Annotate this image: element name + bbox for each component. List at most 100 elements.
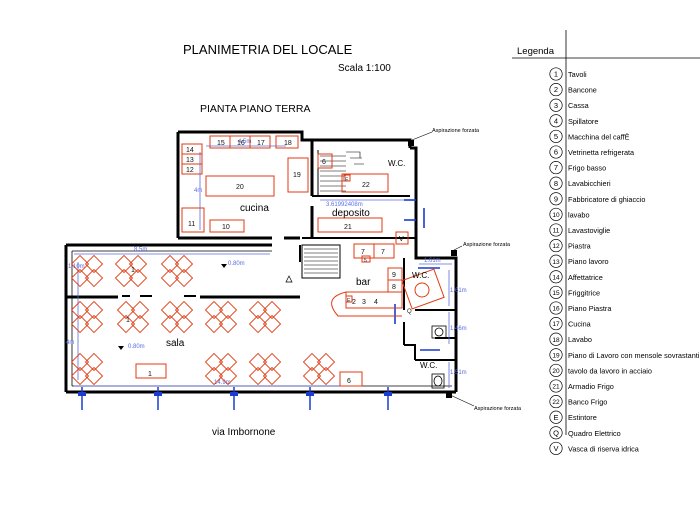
street-openings	[81, 387, 389, 410]
dimension-lines	[74, 145, 452, 388]
legend-symbol: V	[553, 444, 558, 453]
svg-text:21: 21	[344, 224, 352, 231]
svg-text:12: 12	[186, 167, 194, 174]
plan-scale: Scala 1:100	[338, 63, 391, 74]
sala-labels: 1 1 1 6	[126, 267, 351, 385]
legend-item: 17 Cucina	[549, 317, 592, 331]
svg-text:4m: 4m	[66, 340, 74, 346]
aspirazione-mark-top	[408, 140, 414, 146]
legend-symbol-circle	[549, 145, 563, 159]
legend-label: Piastra	[568, 242, 592, 251]
legend-symbol: 18	[552, 337, 560, 344]
legend-symbol-circle	[549, 363, 563, 377]
svg-text:16: 16	[237, 140, 245, 147]
legend-label: Friggitrice	[568, 288, 600, 297]
legend-symbol: 10	[552, 212, 560, 219]
kitchen-equipment	[181, 135, 309, 233]
svg-text:1: 1	[131, 267, 135, 274]
legend-label: Lavabo	[568, 335, 592, 344]
table-group	[302, 352, 336, 386]
svg-text:9: 9	[392, 272, 396, 279]
aspirazione-leaders	[411, 131, 475, 407]
svg-text:4: 4	[374, 299, 378, 306]
legend-item: 7 Frigo basso	[549, 161, 606, 175]
table-group	[160, 254, 194, 288]
table-group	[114, 254, 148, 288]
legend-symbol-circle	[549, 176, 563, 190]
legend-symbol: 14	[552, 274, 560, 281]
legend-symbol-circle	[549, 67, 563, 81]
legend-symbol-circle	[549, 98, 563, 112]
table-group	[248, 352, 282, 386]
svg-text:7: 7	[381, 249, 385, 256]
legend-label: Frigo basso	[568, 164, 606, 173]
legend-label: Affettatrice	[568, 273, 603, 282]
aspirazione-mark-bottom	[446, 392, 452, 398]
svg-text:2: 2	[352, 299, 356, 306]
svg-text:3.61992408m: 3.61992408m	[326, 202, 363, 208]
legend-symbol: 9	[554, 194, 558, 203]
legend-symbol: 12	[552, 243, 560, 250]
sala-counter	[135, 363, 363, 387]
aspirazione-label-right: Aspirazione forzata	[463, 242, 511, 248]
legend-symbol-circle	[549, 254, 563, 268]
legend-symbol: 17	[552, 321, 560, 328]
legend-label: Lavabicchieri	[568, 179, 611, 188]
legend-symbol: 19	[552, 352, 560, 359]
legend-label: Piano lavoro	[568, 257, 609, 266]
legend-symbol-circle	[549, 317, 563, 331]
legend-symbol: 11	[553, 228, 560, 235]
legend-symbol-circle	[549, 239, 563, 253]
room-label-sala: sala	[166, 338, 185, 349]
table-group	[248, 300, 282, 334]
street-label: via Imbornone	[212, 427, 276, 438]
svg-text:0.80m: 0.80m	[228, 261, 245, 267]
legend-symbol: 21	[552, 384, 560, 391]
table-group	[204, 352, 238, 386]
legend-label: Spillatore	[568, 117, 598, 126]
legend-title: Legenda	[517, 46, 555, 57]
legend-symbol-circle	[549, 410, 563, 424]
legend-label: Estintore	[568, 413, 597, 422]
svg-text:4m: 4m	[194, 188, 202, 194]
svg-text:14.9m: 14.9m	[214, 380, 231, 386]
legend-symbol-circle	[549, 83, 563, 97]
svg-text:E: E	[347, 298, 351, 304]
legend-symbol-circle	[549, 332, 563, 346]
svg-text:18: 18	[284, 140, 292, 147]
legend-label: Quadro Elettrico	[568, 429, 621, 438]
svg-text:7: 7	[361, 249, 365, 256]
aspirazione-mark-right	[451, 250, 457, 256]
legend-label: Vetrinetta refrigerata	[568, 148, 635, 157]
legend-symbol: E	[553, 413, 558, 422]
wc-fixtures	[401, 268, 445, 310]
deposito-labels: 6 22 21 V E	[322, 159, 404, 243]
legend-symbol-circle	[549, 301, 563, 315]
legend-label: Cucina	[568, 320, 592, 329]
legend-item: 12 Piastra	[549, 239, 592, 253]
markers	[118, 264, 293, 350]
legend-label: tavolo da lavoro in acciaio	[568, 366, 652, 375]
room-label-wc-1: W.C.	[388, 159, 405, 168]
table-group	[160, 300, 194, 334]
legend-symbol: 22	[552, 399, 560, 406]
street-frames	[78, 392, 392, 396]
legend-symbol-circle	[549, 348, 563, 362]
svg-text:1.46m: 1.46m	[450, 326, 467, 332]
dimension-texts: 4.5m 4m 3.61992408m 8.5m 1.10m 14.9m 4m …	[66, 139, 467, 386]
legend-symbol-circle	[549, 270, 563, 284]
bar-equipment	[331, 243, 403, 317]
aspirazione-label-bottom: Aspirazione forzata	[474, 406, 522, 412]
legend-label: Piano Piastra	[568, 304, 612, 313]
legend-symbol: 7	[554, 163, 558, 172]
